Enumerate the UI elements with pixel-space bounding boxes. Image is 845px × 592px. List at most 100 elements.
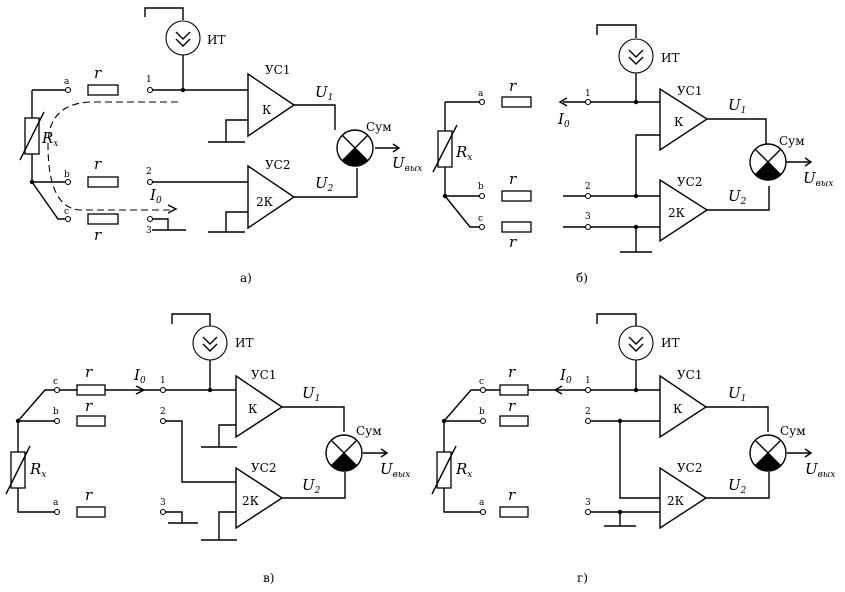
- node-label-3: a: [479, 498, 485, 508]
- node-label-1: c: [53, 377, 58, 387]
- caption-a: а): [240, 271, 252, 285]
- i0-label: I0: [559, 366, 572, 386]
- node-label-1: a: [64, 77, 70, 87]
- amplifier-2: [659, 178, 709, 243]
- terminal-label-2: 2: [160, 407, 166, 417]
- panel-v: ИТ УС1 К УС2 2К Сум r r r c b a 1 2 3 Rx…: [5, 313, 410, 585]
- summer-label: Сум: [366, 120, 392, 134]
- node-label-1: c: [479, 377, 484, 387]
- summer-icon: [749, 434, 787, 472]
- uout-label: Uвых: [380, 460, 410, 480]
- uout-label: Uвых: [805, 460, 835, 480]
- amp2-gain: 2К: [668, 206, 686, 220]
- summer-icon: [325, 434, 363, 472]
- terminal-label-1: 1: [585, 376, 591, 386]
- it-label: ИТ: [661, 336, 679, 350]
- amplifier-2: [247, 164, 296, 230]
- resistor-r1: [87, 84, 119, 96]
- r-label-3: r: [94, 226, 102, 244]
- amp2-gain: 2К: [242, 494, 260, 508]
- node-label-2: b: [478, 182, 484, 192]
- terminal-label-3: 3: [146, 226, 152, 236]
- summer-icon: [749, 143, 787, 181]
- caption-g: г): [577, 571, 588, 585]
- u2-label: U2: [302, 476, 321, 496]
- i0-label: I0: [557, 110, 570, 130]
- summer-icon: [336, 129, 374, 167]
- it-label: ИТ: [661, 51, 679, 65]
- r-label-1: r: [508, 363, 516, 381]
- amp1-label: УС1: [251, 368, 277, 382]
- uout-label: Uвых: [803, 169, 833, 189]
- current-source-icon: [618, 325, 654, 361]
- rx-label: Rx: [455, 143, 472, 163]
- amp1-gain: К: [674, 115, 684, 129]
- r-label-3: r: [509, 233, 517, 251]
- amplifier-1: [659, 374, 708, 439]
- i0-label: I0: [149, 186, 162, 206]
- panel-g: ИТ УС1 К УС2 2К Сум r r r c b a 1 2 3 Rx…: [431, 313, 835, 585]
- u2-label: U2: [728, 187, 747, 207]
- uout-label: Uвых: [392, 154, 422, 174]
- caption-b: б): [576, 271, 588, 285]
- amp1-label: УС1: [677, 84, 703, 98]
- terminal-label-3: 3: [585, 212, 591, 222]
- amp1-gain: К: [673, 402, 683, 416]
- amplifier-2: [659, 466, 708, 530]
- summer-label: Сум: [780, 424, 806, 438]
- resistor-r3: [87, 213, 119, 225]
- u1-label: U1: [728, 384, 746, 404]
- amp2-label: УС2: [677, 175, 703, 189]
- i0-label: I0: [133, 366, 146, 386]
- panel-a: ИТ УС1 К УС2 2К Сум r r r a b c 1 2 3 Rx…: [19, 7, 422, 285]
- amp1-label: УС1: [265, 63, 291, 77]
- u2-label: U2: [315, 174, 334, 194]
- amplifier-1: [247, 72, 296, 138]
- r-label-1: r: [509, 77, 517, 95]
- terminal-label-2: 2: [585, 407, 591, 417]
- amp2-gain: 2К: [256, 195, 274, 209]
- amp1-label: УС1: [677, 368, 703, 382]
- amp2-label: УС2: [677, 461, 703, 475]
- r-label-2: r: [509, 170, 517, 188]
- summer-label: Сум: [356, 424, 382, 438]
- amplifier-2: [235, 466, 284, 530]
- amp2-gain: 2К: [667, 494, 685, 508]
- r-label-2: r: [85, 397, 93, 415]
- panel-b: ИТ УС1 К УС2 2К Сум r r r a b c 1 2 3 Rx…: [432, 24, 833, 285]
- summer-label: Сум: [779, 134, 805, 148]
- r-label-2: r: [508, 397, 516, 415]
- current-source-icon: [192, 325, 228, 361]
- node-label-3: c: [64, 207, 69, 217]
- r-label-3: r: [508, 486, 516, 504]
- rx-label: Rx: [29, 460, 46, 480]
- amp2-label: УС2: [265, 158, 291, 172]
- r-label-3: r: [85, 486, 93, 504]
- terminal-label-1: 1: [160, 376, 166, 386]
- current-source-icon: [165, 20, 201, 56]
- terminal-label-3: 3: [160, 498, 166, 508]
- u1-label: U1: [728, 96, 746, 116]
- terminal-label-1: 1: [585, 89, 591, 99]
- u2-label: U2: [728, 476, 747, 496]
- amp1-gain: К: [248, 402, 258, 416]
- node-label-2: b: [53, 407, 59, 417]
- r-label-1: r: [94, 64, 102, 82]
- caption-v: в): [263, 571, 274, 585]
- u1-label: U1: [315, 83, 333, 103]
- terminal-label-2: 2: [146, 167, 152, 177]
- rx-label: Rx: [455, 460, 472, 480]
- it-label: ИТ: [207, 33, 225, 47]
- amp2-label: УС2: [251, 461, 277, 475]
- node-label-1: a: [478, 89, 484, 99]
- resistor-r2: [87, 176, 119, 188]
- node-label-3: a: [53, 498, 59, 508]
- r-label-1: r: [85, 363, 93, 381]
- amplifier-1: [235, 374, 284, 439]
- terminal-label-3: 3: [585, 498, 591, 508]
- it-label: ИТ: [235, 336, 253, 350]
- r-label-2: r: [94, 155, 102, 173]
- amplifier-1: [659, 87, 709, 152]
- node-label-2: b: [479, 407, 485, 417]
